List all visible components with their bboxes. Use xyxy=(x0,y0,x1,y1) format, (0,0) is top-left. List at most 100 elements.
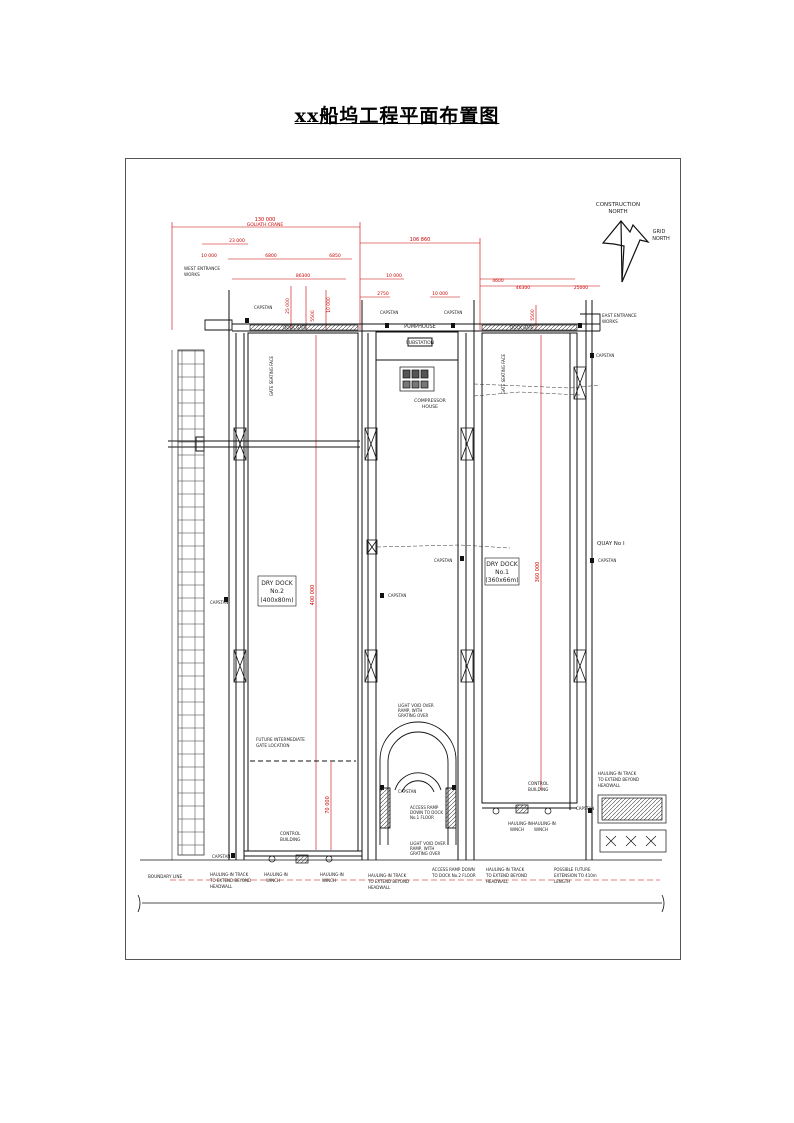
east-entrance-label-1: EAST ENTRANCE xyxy=(602,313,637,318)
dock1-label-box xyxy=(484,557,520,586)
construction-north-label-2: NORTH xyxy=(608,209,627,215)
dim-4600: 4600 xyxy=(492,278,504,284)
capstan-label-9: CAPSTAN xyxy=(398,789,416,794)
capstan-label-10: CAPSTAN xyxy=(576,806,594,811)
dim-10000-b: 10 000 xyxy=(386,273,402,279)
west-entrance-label-2: WORKS xyxy=(184,272,200,277)
dim-10000-c: 10 000 xyxy=(432,291,448,297)
compressor-label-1: COMPRESSOR xyxy=(414,398,446,404)
future-gate-label-2: GATE LOCATION xyxy=(256,743,289,748)
dock1-label-3: (360x66m) xyxy=(485,577,518,584)
capstan-label-7: CAPSTAN xyxy=(434,558,452,563)
dock-gate-w-hatch xyxy=(249,324,359,331)
west-yard-grid xyxy=(177,349,205,856)
winch-e1-2: WINCH xyxy=(510,827,524,832)
dim-106860: 106 860 xyxy=(410,237,431,243)
light-void-bot-2: RAMP, WITH xyxy=(410,846,434,851)
east-entrance-label-2: WORKS xyxy=(602,319,618,324)
crane-spans xyxy=(376,383,601,549)
boundary-label: BOUNDARY LINE xyxy=(148,874,183,879)
page-title: xx船坞工程平面布置图 xyxy=(294,105,500,127)
future-ext-1: POSSIBLE FUTURE xyxy=(554,867,591,872)
dim-46300: 46300 xyxy=(516,285,530,291)
compressor-label-2: HOUSE xyxy=(422,404,438,410)
access-ramp2-2: TO DOCK No.2 FLOOR xyxy=(431,873,476,878)
control-buildings xyxy=(268,804,552,864)
compressor-house xyxy=(399,366,435,392)
dock1-label-1: DRY DOCK xyxy=(486,561,519,568)
dock2-label-2: No.2 xyxy=(270,588,284,595)
light-void-bot-3: GRATING OVER xyxy=(410,851,440,856)
grid-north-label-2: NORTH xyxy=(652,236,670,242)
pumphouse-label: PUMPHOUSE xyxy=(404,324,436,330)
hauling-w-2: TO EXTEND BEYOND xyxy=(209,878,251,883)
future-ext-3: LENGTH xyxy=(554,879,570,884)
dock2-label-box xyxy=(257,575,297,607)
light-void-top-3: GRATING OVER xyxy=(398,713,428,718)
winch-w2-2: WINCH xyxy=(322,878,336,883)
hauling-w-3: HEADWALL xyxy=(210,884,233,889)
headwall xyxy=(204,313,601,332)
dim-6800: 6800 xyxy=(265,253,277,259)
capstan-label-11: CAPSTAN xyxy=(212,854,230,859)
winch-w1-1: HAULING-IN xyxy=(264,872,288,877)
hauling-mid-1: HAULING-IN TRACK xyxy=(368,873,407,878)
dim-25000: 25000 xyxy=(574,285,588,291)
dock2-label-3: (400x80m) xyxy=(260,597,293,604)
access-ramp2-1: ACCESS RAMP DOWN xyxy=(432,867,475,872)
winch-e2-2: WINCH xyxy=(534,827,548,832)
grid-north-label-1: GRID xyxy=(653,229,666,235)
winch-e2-1: HAULING-IN xyxy=(532,821,556,826)
quay-label: QUAY No I xyxy=(597,541,625,547)
dim-5500: 5500 xyxy=(310,310,316,322)
access-ramp-3: No.1 FLOOR xyxy=(410,815,434,820)
access-ramp-1: ACCESS RAMP xyxy=(410,805,439,810)
dock-outlines xyxy=(168,290,593,860)
access-ramp-2: DOWN TO DOCK xyxy=(410,810,443,815)
hauling-far-3: HEADWALL xyxy=(598,783,621,788)
drawing-frame xyxy=(125,158,681,960)
access-ramp-loop xyxy=(379,721,457,845)
hauling-e-1: HAULING-IN TRACK xyxy=(486,867,525,872)
east-yard xyxy=(597,794,667,853)
dock1-label-2: No.1 xyxy=(495,569,509,576)
west-entrance-label-1: WEST ENTRANCE xyxy=(184,266,220,271)
north-arrow-icon xyxy=(601,220,650,283)
dim-23000: 23 000 xyxy=(229,238,245,244)
gate-seating-e-label: GATE SEATING FACE xyxy=(501,353,506,394)
hauling-mid-3: HEADWALL xyxy=(368,885,391,890)
hauling-e-2: TO EXTEND BEYOND xyxy=(485,873,527,878)
dimension-lines xyxy=(170,222,660,881)
hauling-e-3: HEADWALL xyxy=(486,879,509,884)
dim-70000: 70 000 xyxy=(325,796,331,814)
light-void-top-1: LIGHT VOID OVER xyxy=(398,703,434,708)
dim-2750: 2750 xyxy=(377,291,389,297)
dim-gantry: GOLIATH CRANE xyxy=(247,222,284,228)
crane-bogies xyxy=(233,366,587,683)
dim-10000-a: 10 000 xyxy=(201,253,217,259)
dim-10000-v: 10 000 xyxy=(326,297,332,313)
capstan-label-1: CAPSTAN xyxy=(254,305,272,310)
site-boundary xyxy=(137,859,665,913)
gate-seating-w-label: GATE SEATING FACE xyxy=(269,355,274,396)
capstan-markers xyxy=(224,318,594,858)
winch-w2-1: HAULING-IN xyxy=(320,872,344,877)
hauling-far-1: HAULING-IN TRACK xyxy=(598,771,637,776)
dim-25000-v: 25 000 xyxy=(285,298,291,314)
hauling-w-1: HAULING-IN TRACK xyxy=(210,872,249,877)
hauling-far-2: TO EXTEND BEYOND xyxy=(597,777,639,782)
dock-gate-e-hatch xyxy=(481,324,578,331)
dim-5500-b: 5500 xyxy=(530,309,536,321)
dim-130000: 130 000 xyxy=(255,217,276,223)
capstan-label-4: CAPSTAN xyxy=(596,353,614,358)
capstan-label-6: CAPSTAN xyxy=(388,593,406,598)
light-void-top-2: RAMP, WITH xyxy=(398,708,422,713)
capstan-label-5: CAPSTAN xyxy=(210,600,228,605)
winch-e1-1: HAULING-IN xyxy=(508,821,532,826)
light-void-bot-1: LIGHT VOID OVER xyxy=(410,841,446,846)
control-w-1: CONTROL xyxy=(280,831,301,836)
dock2-label-1: DRY DOCK xyxy=(261,580,294,587)
winch-w1-2: WINCH xyxy=(266,878,280,883)
capstan-label-2: CAPSTAN xyxy=(380,310,398,315)
